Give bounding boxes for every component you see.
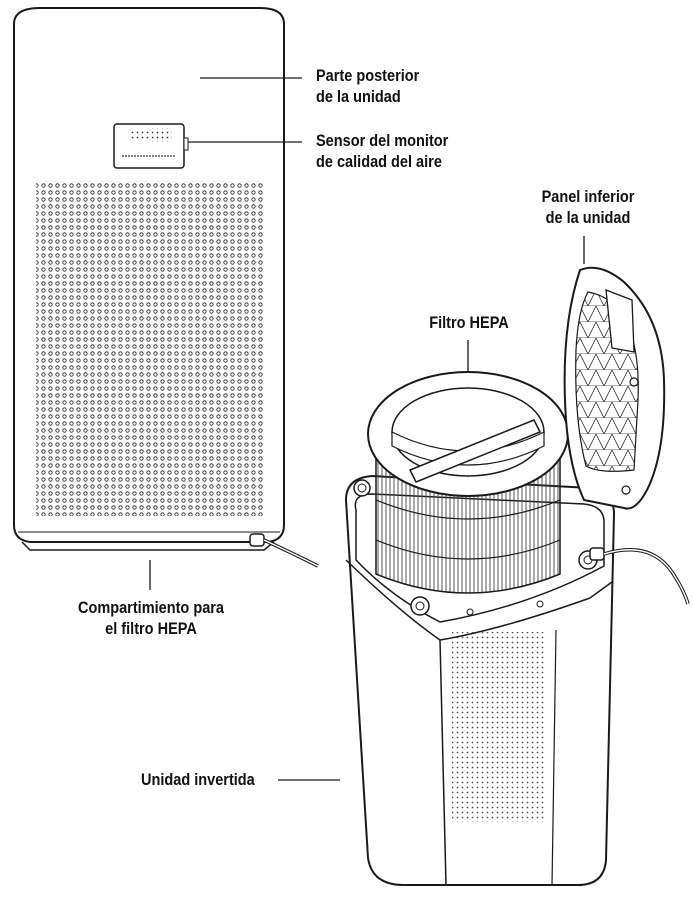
air-quality-sensor-window [113,123,185,169]
hepa-filter-handle [408,419,542,483]
label-bottom-panel-line2: de la unidad [545,209,631,227]
label-air-quality-sensor-line2: de calidad del aire [316,153,442,171]
label-bottom-panel: Panel inferior de la unidad [537,187,639,229]
label-rear-of-unit: Parte posterior de la unidad [316,66,419,108]
label-hepa-filter: Filtro HEPA [421,313,518,334]
rear-unit [13,7,319,590]
label-bottom-panel-line1: Panel inferior [541,188,635,206]
hepa-filter [367,340,569,594]
label-air-quality-sensor: Sensor del monitor de calidad del aire [316,131,448,173]
rear-power-cord [249,533,319,568]
label-hepa-compartment-line2: el filtro HEPA [105,620,197,638]
label-hepa-compartment: Compartimiento para el filtro HEPA [67,598,234,640]
label-hepa-compartment-line1: Compartimiento para [77,599,225,617]
rear-grille [36,182,264,516]
label-hepa-filter-text: Filtro HEPA [429,314,509,332]
label-inverted-unit: Unidad invertida [141,770,255,791]
label-inverted-unit-text: Unidad invertida [141,771,255,789]
inverted-grille [452,632,546,822]
bottom-panel [563,236,666,510]
rear-unit-base [21,541,275,551]
label-air-quality-sensor-line1: Sensor del monitor [316,132,449,150]
label-rear-of-unit-line2: de la unidad [316,88,401,106]
label-rear-of-unit-line1: Parte posterior [316,67,420,85]
inverted-power-cord [589,547,690,605]
